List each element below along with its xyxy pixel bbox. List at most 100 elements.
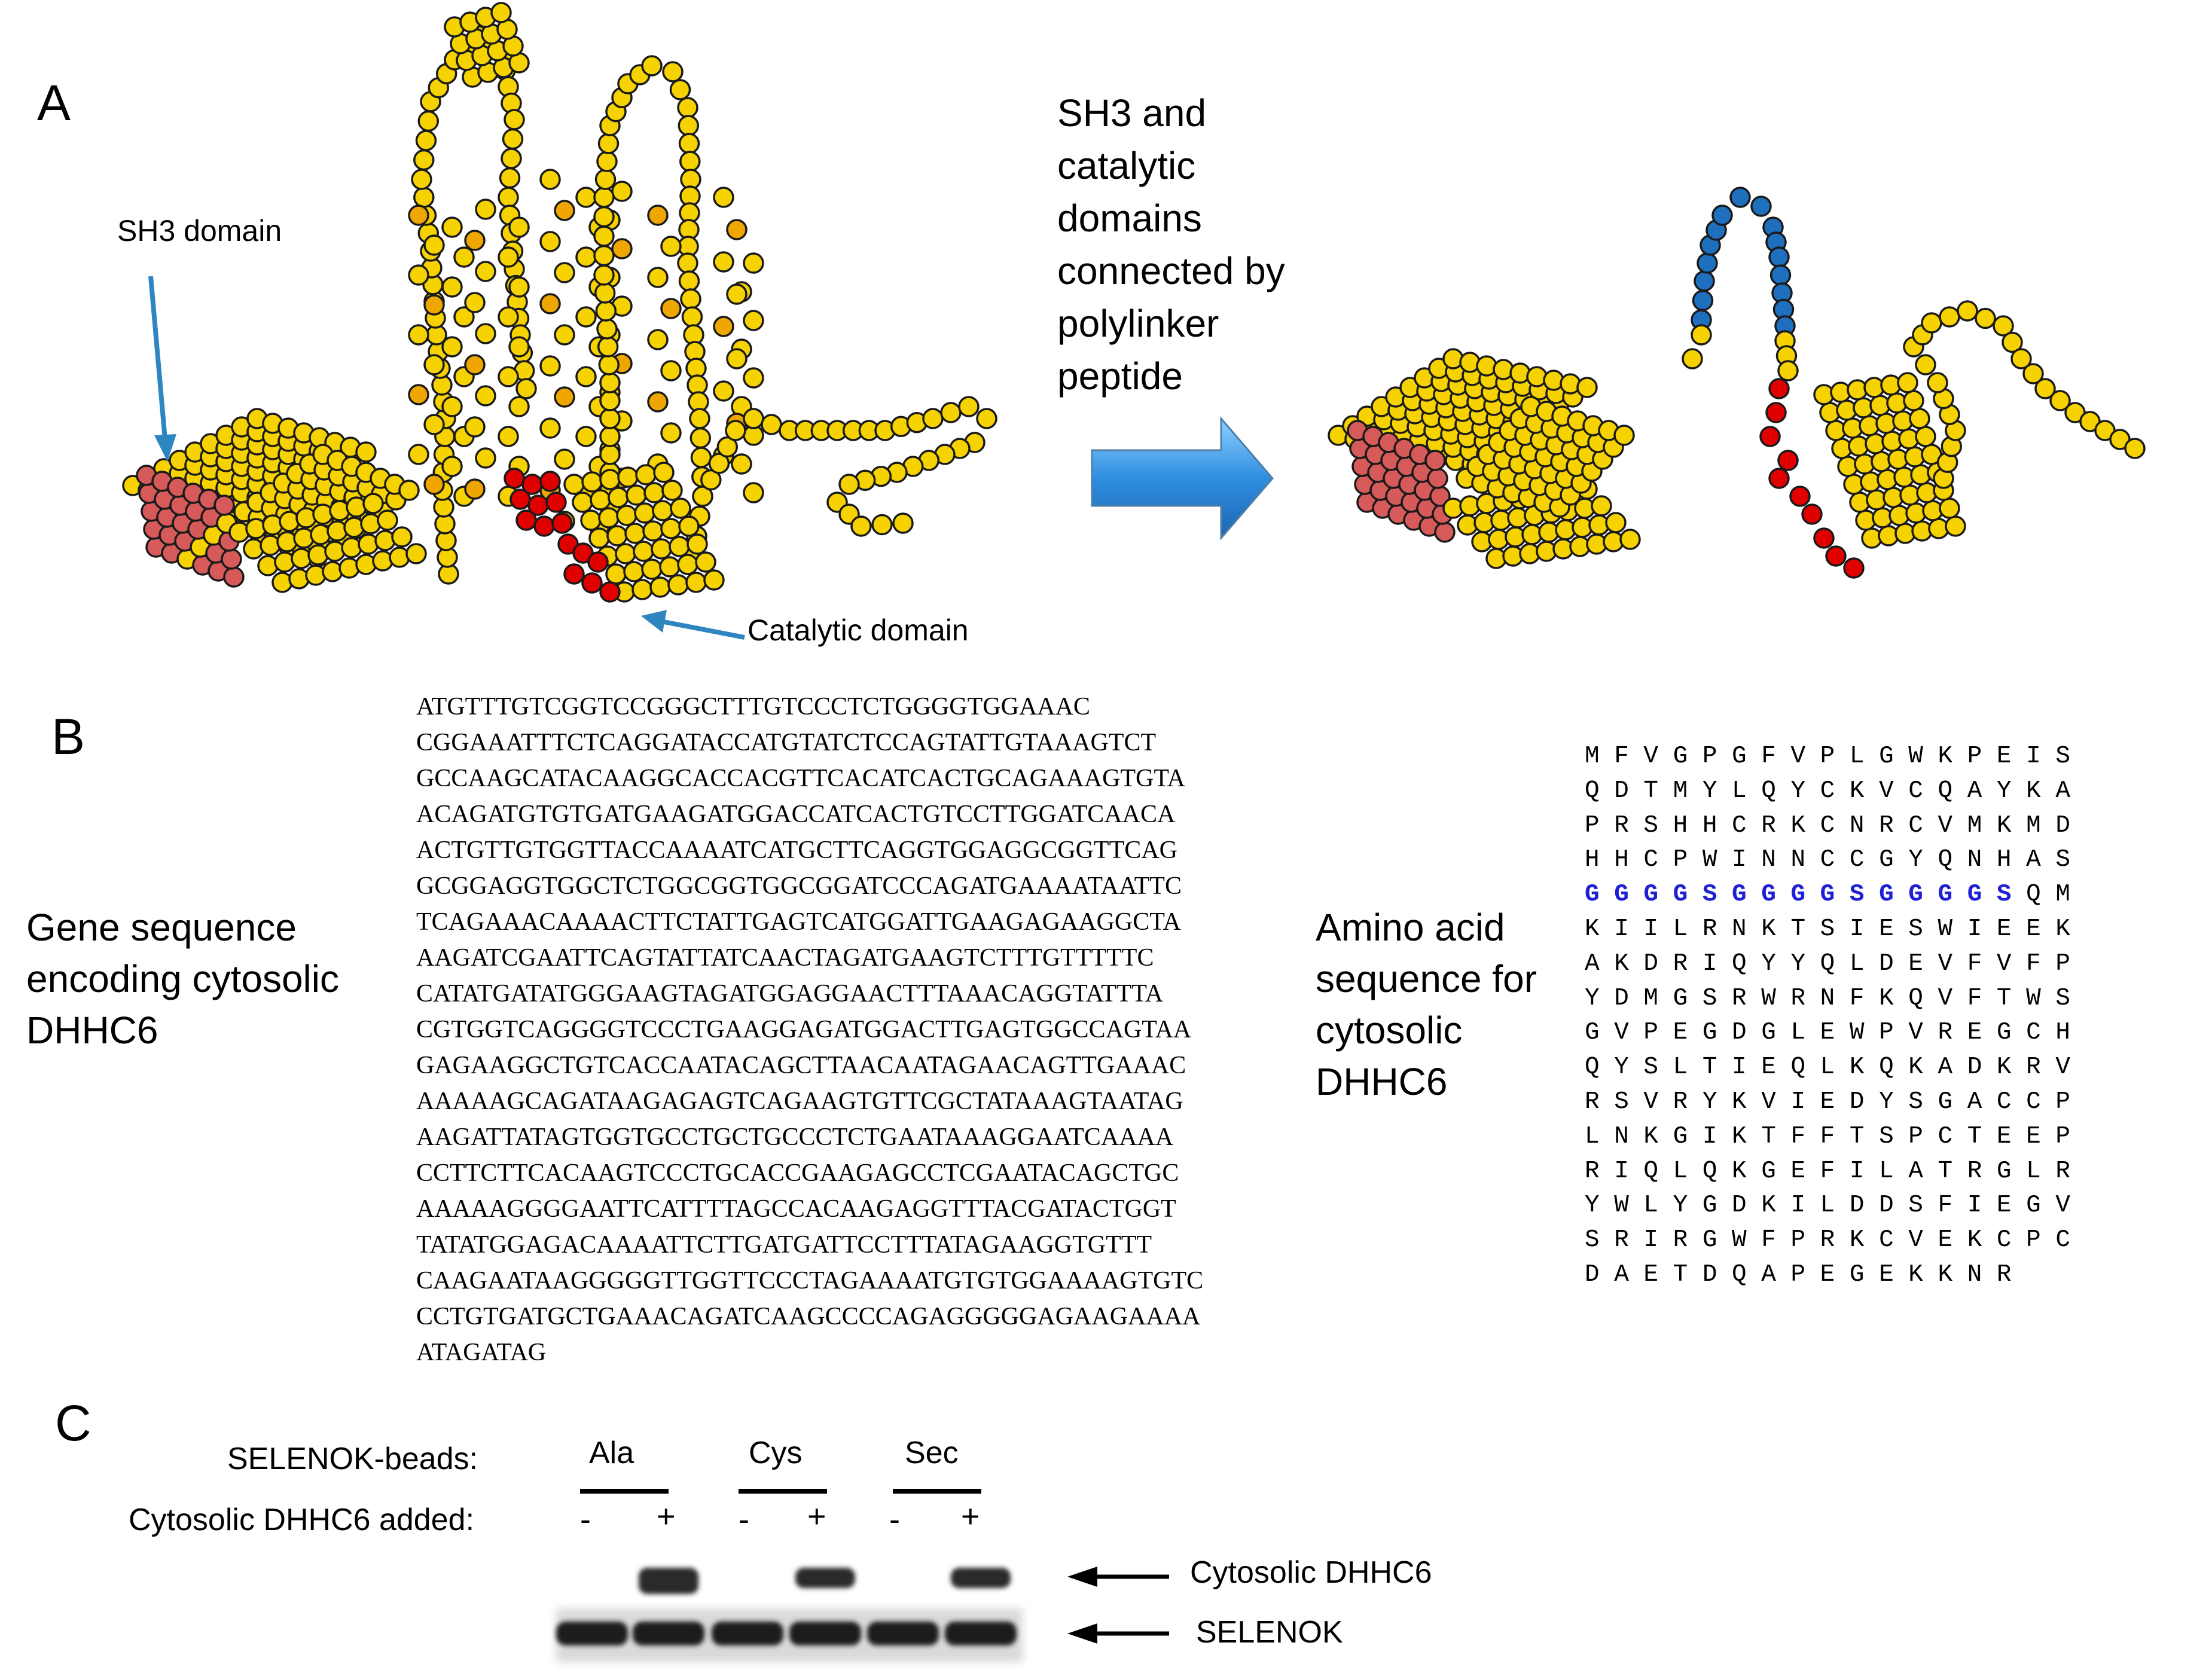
residue-bead (391, 526, 413, 548)
residue-bead (515, 378, 537, 399)
residue-bead (624, 523, 646, 544)
residue-bead (1768, 378, 1790, 399)
residue-bead (575, 187, 597, 208)
amino-acid-row: G V P E G D G L E W P V R E G C H (1585, 1019, 2070, 1047)
gene-sequence-line: AAGATTATAGTGGTGCCTGCTGCCCTCTGAATAAAGGAAT… (416, 1123, 1174, 1151)
residue-bead (659, 556, 681, 578)
residue-bead (599, 581, 621, 603)
amino-acid-row: P R S H H C R K C N R C V M K M D (1585, 811, 2070, 839)
amino-acid-row: Q D T M Y L Q Y C K V C Q A Y K A (1585, 777, 2070, 805)
residue-bead (563, 563, 585, 585)
residue-bead (413, 149, 435, 171)
residue-bead (593, 245, 615, 267)
residue-bead (1993, 315, 2014, 337)
selenok-beads-label: SELENOK-beads: (227, 1442, 478, 1476)
residue-bead (958, 396, 980, 417)
gene-sequence-line: GAGAAGGCTGTCACCAATACAGCTTAACAATAGAACAGTT… (416, 1052, 1186, 1079)
residue-bead (411, 169, 432, 190)
gene-sequence-line: GCGGAGGTGGCTCTGGCGGTGGCGGATCCCAGATGAAAAT… (416, 872, 1182, 900)
gene-sequence-line: AAGATCGAATTCAGTATTATCAACTAGATGAAGTCTTTGT… (416, 944, 1154, 972)
residue-bead (1750, 196, 1772, 217)
residue-bead (498, 426, 519, 447)
residue-bead (850, 515, 872, 537)
residue-bead (599, 426, 621, 447)
residue-bead (464, 478, 486, 500)
residue-bead (581, 572, 603, 594)
residue-bead (504, 468, 525, 489)
residue-bead (1691, 324, 1712, 346)
residue-bead (1813, 527, 1835, 549)
band-label-dhhc6: Cytosolic DHHC6 (1190, 1555, 1432, 1590)
residue-bead (871, 514, 893, 536)
group-label-cys: Cys (749, 1436, 803, 1470)
residue-bead (599, 390, 621, 411)
residue-bead (1605, 512, 1627, 533)
residue-bead (408, 264, 429, 286)
amino-acid-row: R I Q L Q K G E F I L A T R G L R (1585, 1157, 2070, 1185)
amino-acid-row: Q Y S L T I E Q L K Q K A D K R V (1585, 1054, 2070, 1082)
residue-bead (1921, 312, 1942, 334)
residue-bead (554, 200, 575, 221)
residue-bead (515, 509, 537, 531)
residue-bead (680, 288, 701, 310)
residue-bead (1897, 372, 1918, 393)
gene-sequence-line: CATATGATATGGGAAGTAGATGGAGGAACTTTAAACAGGT… (416, 980, 1164, 1008)
gene-sequence-line: CAAGAATAAGGGGGTTGGTTCCCTAGAAAATGTGTGGAAA… (416, 1267, 1204, 1295)
lane-sign-3: - (739, 1501, 749, 1537)
residue-bead (1769, 264, 1792, 286)
amino-acid-row: H H C P W I N N C C G Y Q N H A S (1585, 846, 2070, 874)
residue-bead (441, 276, 463, 298)
residue-bead (651, 538, 672, 560)
residue-bead (892, 512, 914, 534)
residue-bead (599, 469, 621, 490)
residue-bead (678, 115, 700, 136)
amino-acid-row: S R I R G W F P R K C V E K C P C (1585, 1226, 2070, 1254)
amino-acid-row: L N K G I K T F F T S P C T E E P (1585, 1122, 2070, 1150)
residue-bead (501, 148, 522, 169)
residue-bead (441, 456, 463, 477)
left-protein-model (122, 2, 997, 603)
residue-bead (626, 484, 647, 506)
residue-bead (594, 282, 616, 304)
residue-bead (1789, 486, 1811, 507)
residue-bead (634, 502, 655, 524)
residue-bead (554, 262, 575, 283)
residue-bead (1692, 289, 1714, 312)
residue-bead (441, 336, 463, 358)
selenok-band (633, 1622, 704, 1645)
residue-bead (677, 252, 698, 274)
residue-bead (1927, 372, 1948, 393)
band-arrow-selenok (1067, 1623, 1169, 1644)
residue-bead (1694, 270, 1715, 292)
residue-bead (408, 204, 429, 226)
sh3-pointer-arrow (148, 276, 176, 462)
residue-bead (464, 292, 486, 313)
residue-bead (617, 466, 639, 488)
amino-acid-row: M F V G P G F V P L G W K P E I S (1585, 743, 2070, 770)
residue-bead (1591, 495, 1612, 517)
block-arrow (1091, 416, 1274, 541)
right-protein-model (1328, 187, 2146, 579)
residue-bead (713, 251, 734, 273)
catalytic-pointer-arrow (641, 610, 745, 640)
residue-bead (726, 219, 747, 240)
gene-sequence-line: TATATGGAGACAAAATTCTTGATGATTCCTTTATAGAAGG… (416, 1231, 1152, 1259)
residue-bead (453, 246, 475, 268)
gene-sequence-line: ATGTTTGTCGGTCCGGGCTTTGTCCCTCTGGGGTGGAAAC (416, 693, 1090, 720)
residue-bead (423, 474, 445, 495)
residue-bead (661, 480, 683, 501)
residue-bead (1801, 503, 1823, 525)
residue-bead (647, 329, 669, 350)
residue-bead (660, 236, 682, 257)
residue-bead (1424, 450, 1446, 471)
residue-bead (635, 464, 657, 486)
residue-bead (362, 493, 384, 514)
residue-bead (726, 348, 747, 370)
residue-bead (690, 447, 712, 468)
residue-bead (713, 316, 734, 337)
dhhc6-band (639, 1568, 698, 1594)
residue-bead (599, 408, 621, 429)
residue-bead (498, 246, 519, 268)
residue-bead (415, 130, 437, 151)
